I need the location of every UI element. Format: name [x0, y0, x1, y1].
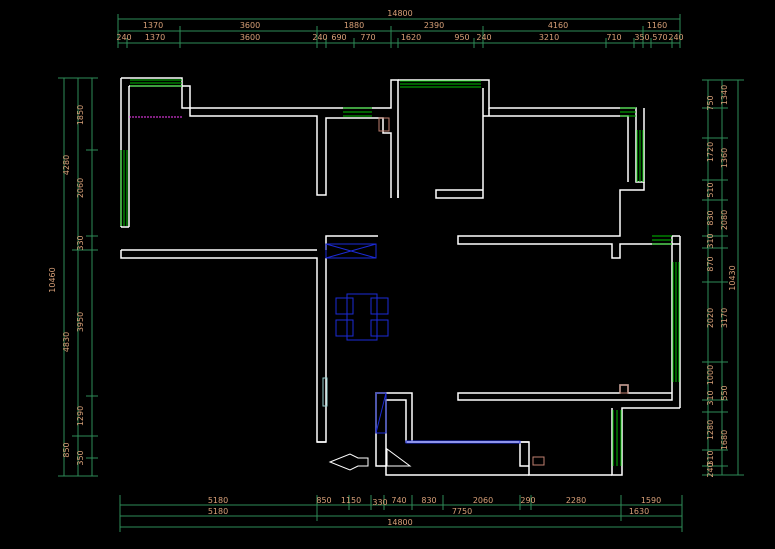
dim-right2-11: 310 [706, 450, 715, 465]
dimension-labels: 14800 1370 3600 1880 2390 4160 1160 240 … [116, 9, 683, 527]
dim-bot-6: 830 [421, 496, 436, 505]
entrance-arrow-icon [328, 453, 369, 471]
dim-right-6: 1680 [720, 430, 729, 450]
bottom-fixture-icon [532, 456, 545, 466]
dim-left2-3: 330 [76, 235, 85, 250]
dim-top2-10: 3210 [539, 33, 559, 42]
dim-bot-total: 14800 [387, 518, 412, 527]
walls [120, 77, 681, 476]
dim-top2-12: 350 [634, 33, 649, 42]
dim-right2-4: 830 [706, 210, 715, 225]
window-top-left [130, 79, 182, 87]
dim-bot2-3: 1630 [629, 507, 649, 516]
dim-left2-2: 2060 [76, 178, 85, 198]
dim-top2-3: 3600 [240, 33, 260, 42]
bathroom-fixture [375, 392, 387, 434]
ceiling-fan-fixture [325, 243, 377, 259]
window-top-center [400, 80, 481, 88]
dim-top-total: 14800 [387, 9, 412, 18]
right-fixture-icon [619, 384, 629, 394]
dim-right-5: 550 [720, 385, 729, 400]
dim-bot2-2: 7750 [452, 507, 472, 516]
dim-top2-14: 240 [668, 33, 683, 42]
dim-top2-8: 950 [454, 33, 469, 42]
dim-right-2: 1360 [720, 148, 729, 168]
dim-left-total: 10460 [48, 267, 57, 292]
dim-top2-4: 240 [312, 33, 327, 42]
dim-top2-2: 1370 [145, 33, 165, 42]
dim-right-4: 3170 [720, 308, 729, 328]
window-kitchen [343, 107, 372, 117]
windows [120, 79, 680, 466]
bottom-partition [405, 440, 521, 444]
dining-table [335, 293, 389, 341]
toilet-icon [386, 448, 412, 467]
dim-right2-1: 750 [706, 95, 715, 110]
dim-top2-11: 710 [606, 33, 621, 42]
dim-bot2-1: 5180 [208, 507, 228, 516]
furniture [325, 243, 521, 444]
window-right [672, 262, 680, 382]
window-right-corner [652, 235, 672, 245]
dim-bot-3: 1150 [341, 496, 361, 505]
dim-right-1: 1340 [720, 85, 729, 105]
dim-right2-10: 1280 [706, 420, 715, 440]
dimension-labels-left: 10460 4280 4830 850 1850 2060 330 3950 1… [48, 105, 85, 466]
dim-top-2: 3600 [240, 21, 260, 30]
dim-left-1: 4280 [62, 155, 71, 175]
dim-right2-8: 1000 [706, 365, 715, 385]
dim-top2-1: 240 [116, 33, 131, 42]
dim-right2-12: 240 [706, 462, 715, 477]
dim-bot-5: 740 [391, 496, 406, 505]
dim-top2-13: 570 [652, 33, 667, 42]
dim-top2-5: 690 [331, 33, 346, 42]
dim-left-3: 850 [62, 442, 71, 457]
dim-left2-5: 1290 [76, 406, 85, 426]
dim-right2-5: 310 [706, 233, 715, 248]
dim-left-2: 4830 [62, 332, 71, 352]
window-left [120, 150, 128, 226]
dim-left2-6: 350 [76, 450, 85, 465]
dim-top2-7: 1620 [401, 33, 421, 42]
dim-left2-4: 3950 [76, 312, 85, 332]
dim-bot-8: 290 [520, 496, 535, 505]
kitchen-fixture-icon [378, 117, 390, 132]
dim-right-3: 2080 [720, 210, 729, 230]
dim-bot-4: 330 [372, 498, 387, 507]
dim-top-4: 2390 [424, 21, 444, 30]
dim-bot-2: 850 [316, 496, 331, 505]
dim-right2-7: 2020 [706, 308, 715, 328]
dim-top-3: 1880 [344, 21, 364, 30]
dim-right2-6: 870 [706, 256, 715, 271]
dim-top2-6: 770 [360, 33, 375, 42]
dim-bot-7: 2060 [473, 496, 493, 505]
window-bottom-right [612, 410, 622, 466]
dim-bot-1: 5180 [208, 496, 228, 505]
dim-top-5: 4160 [548, 21, 568, 30]
dim-right2-2: 1720 [706, 142, 715, 162]
dimension-lines [58, 14, 744, 532]
window-top-right-corner [620, 107, 636, 117]
window-right-upper [636, 130, 644, 182]
door-marker [322, 377, 328, 407]
dim-top-6: 1160 [647, 21, 667, 30]
dim-bot-9: 2280 [566, 496, 586, 505]
dim-top-1: 1370 [143, 21, 163, 30]
dim-right2-3: 510 [706, 182, 715, 197]
dim-bot-10: 1590 [641, 496, 661, 505]
dim-left2-1: 1850 [76, 105, 85, 125]
dimension-labels-right: 10430 1340 1360 2080 3170 550 1680 750 1… [706, 85, 737, 478]
dim-right-total: 10430 [728, 265, 737, 290]
dim-right2-9: 310 [706, 390, 715, 405]
dim-top2-9: 240 [476, 33, 491, 42]
